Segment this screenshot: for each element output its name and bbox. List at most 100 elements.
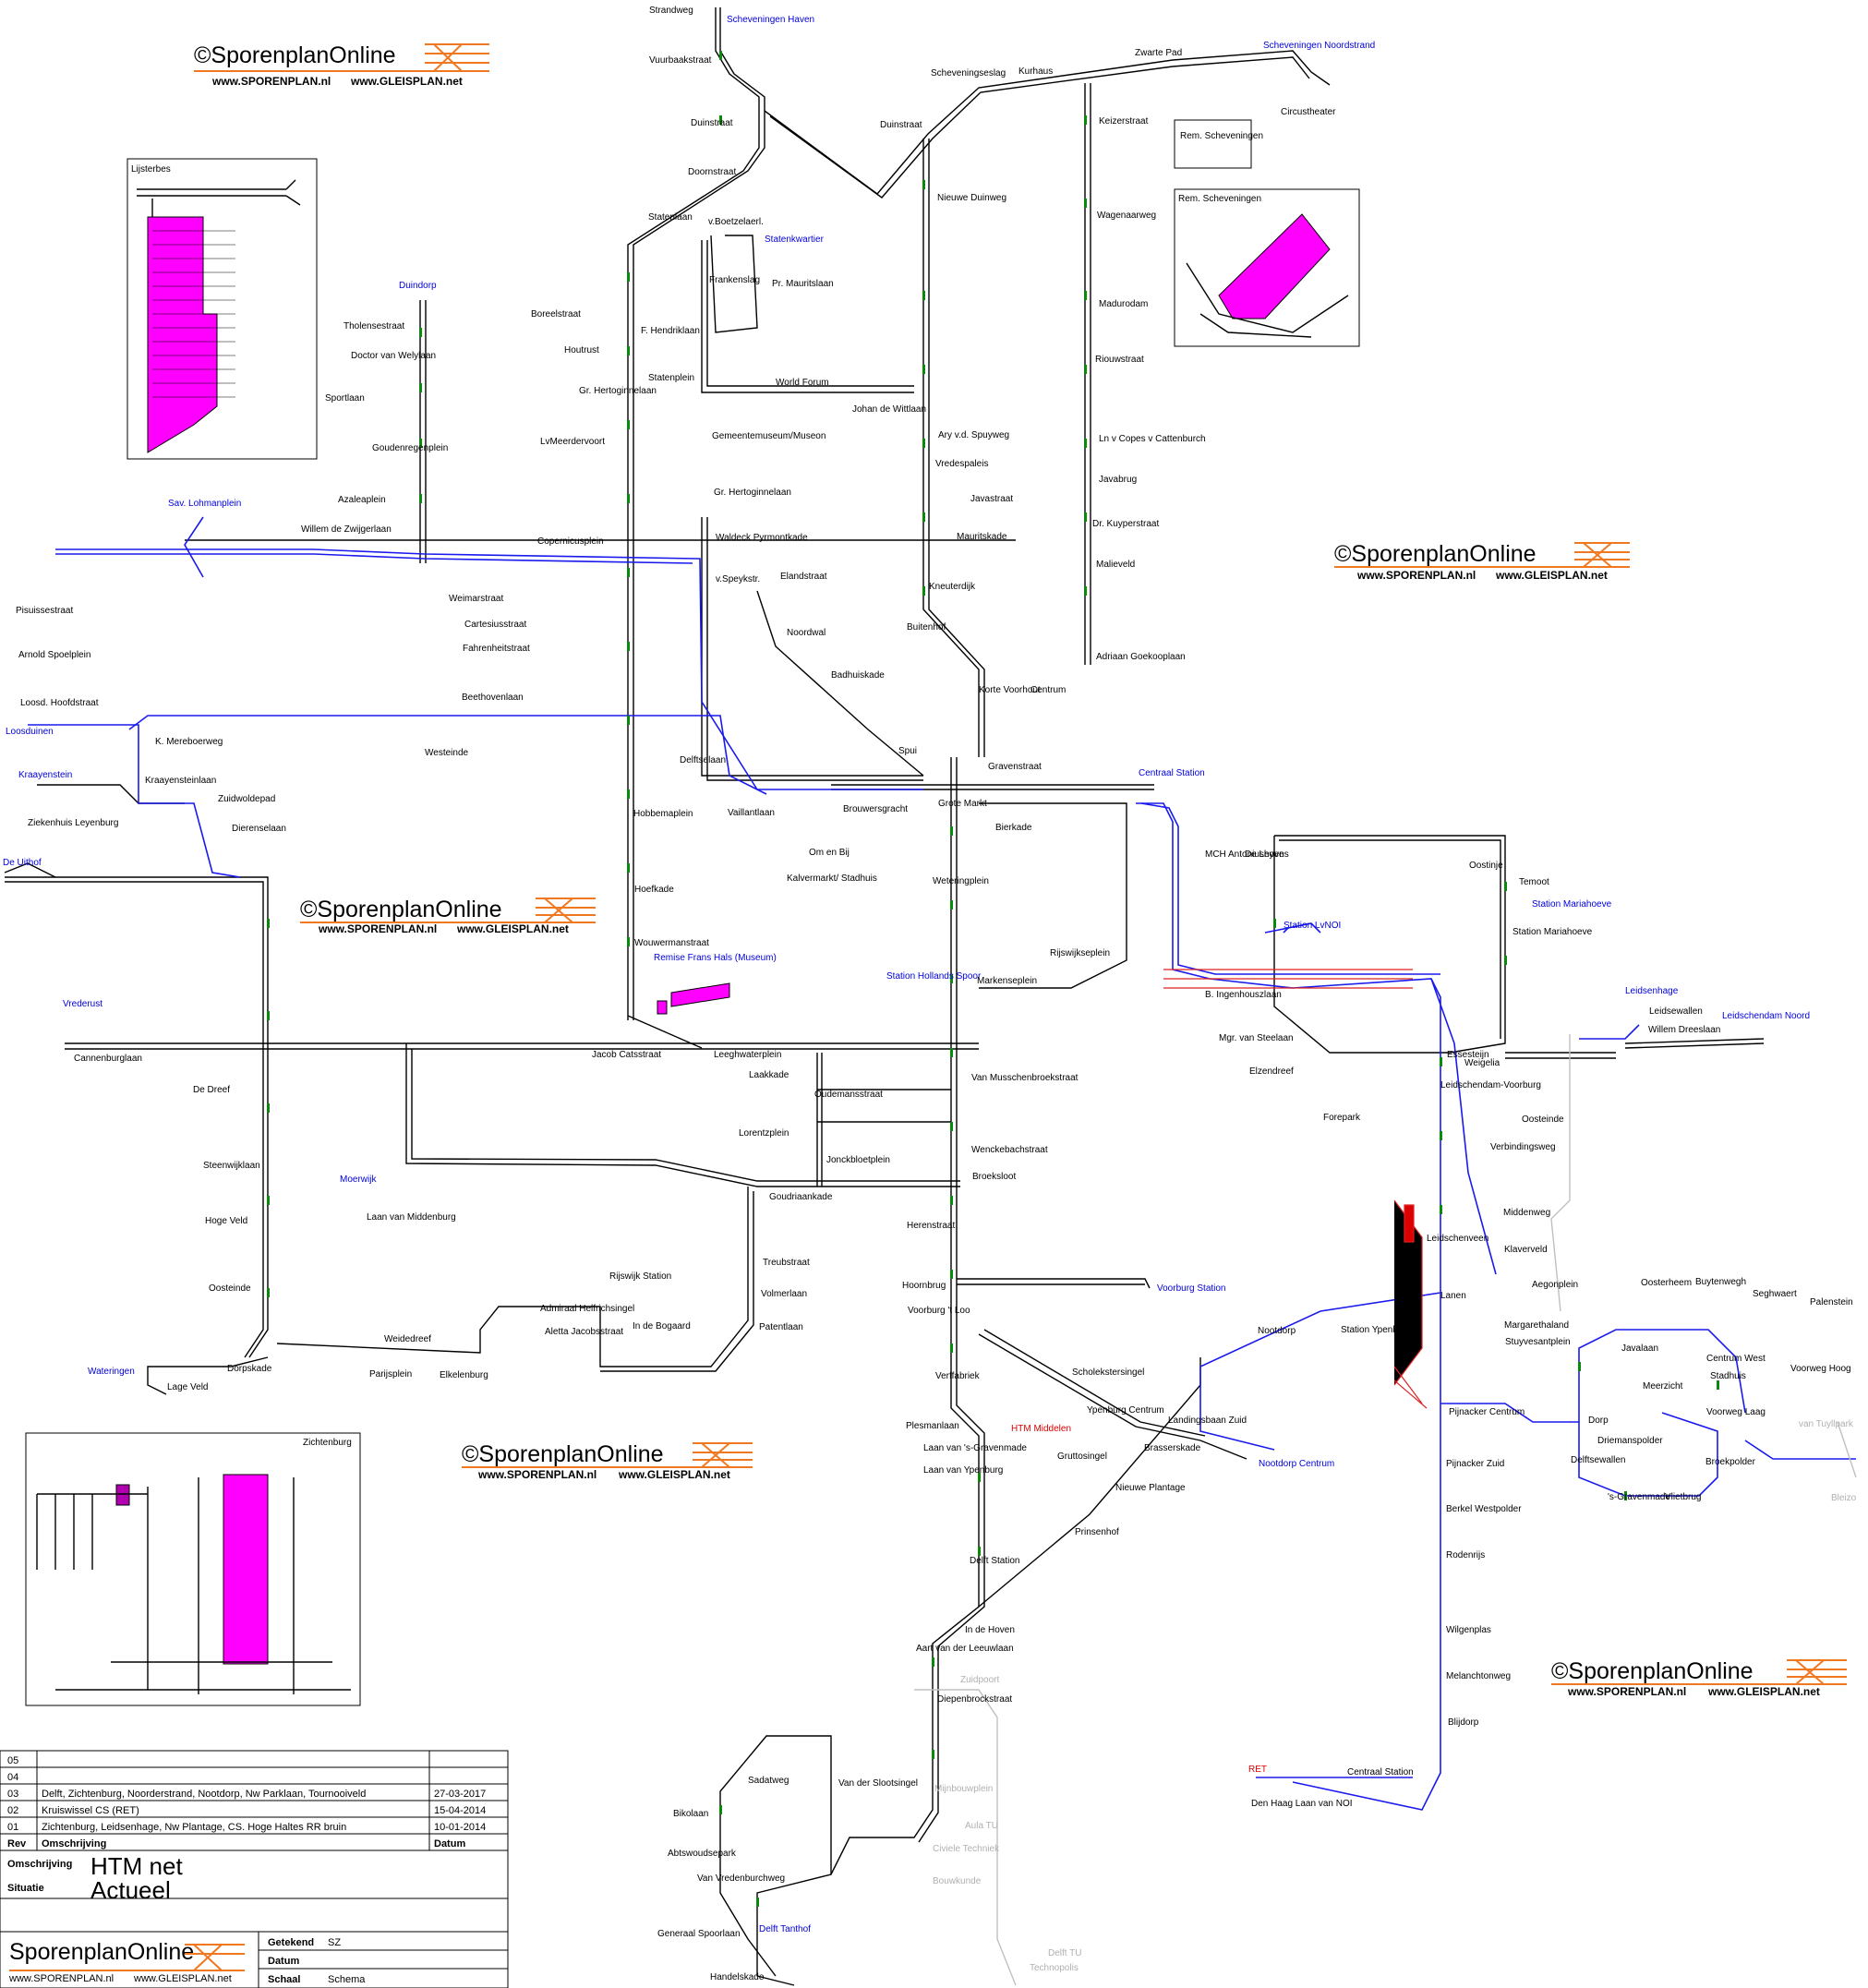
station-label: Vlietbrug <box>1665 1492 1701 1502</box>
rev-03: 03 <box>7 1789 18 1800</box>
platform-marker <box>627 863 630 873</box>
station-label: Plesmanlaan <box>906 1421 959 1431</box>
station-blue-label: Nootdorp Centrum <box>1259 1459 1334 1469</box>
platform-marker <box>932 1750 934 1759</box>
station-label: Delft Station <box>970 1556 1019 1566</box>
station-grey-label: Civiele Techniek <box>933 1844 1000 1854</box>
station-blue-label: Centraal Station <box>1139 768 1205 778</box>
platform-marker <box>719 1805 722 1814</box>
station-label: Loosd. Hoofdstraat <box>20 698 99 708</box>
station-blue-label: Moerwijk <box>340 1175 377 1185</box>
station-label: Delftselaan <box>680 755 726 765</box>
station-label: Fahrenheitstraat <box>463 644 530 654</box>
platform-marker <box>627 494 630 503</box>
station-label: Lanen <box>1440 1291 1466 1301</box>
platform-marker <box>1578 1362 1581 1371</box>
platform-marker <box>627 272 630 282</box>
red-clusters <box>1163 969 1428 1409</box>
logo-lower-right: ©SporenplanOnline www.SPORENPLAN.nl www.… <box>1551 1658 1847 1698</box>
station-label: Riouwstraat <box>1095 355 1144 365</box>
station-label: Sportlaan <box>325 393 365 404</box>
station-label: v.Speykstr. <box>716 574 760 584</box>
station-label: Boreelstraat <box>531 309 581 319</box>
platform-marker <box>950 1048 953 1057</box>
platform-marker <box>267 1196 270 1205</box>
station-grey-label: Bleizo <box>1831 1493 1857 1503</box>
station-blue-label: Kraayenstein <box>18 770 72 780</box>
station-label: Rijswijkseplein <box>1050 948 1110 958</box>
station-label: Tholensestraat <box>343 321 404 331</box>
station-label: Kalvermarkt/ Stadhuis <box>787 874 877 884</box>
station-label: Leidsewallen <box>1649 1006 1703 1017</box>
logo-url1: www.SPORENPLAN.nl <box>1567 1685 1686 1698</box>
station-label: F. Hendriklaan <box>641 326 700 336</box>
station-label: Verffabriek <box>935 1371 981 1381</box>
platform-marker <box>932 1657 934 1667</box>
station-label: Voorweg Hoog <box>1790 1364 1851 1374</box>
station-label: Centrum <box>1030 685 1066 695</box>
platform-marker <box>922 512 925 522</box>
station-label: Weimarstraat <box>449 594 503 604</box>
titleblock-logo: SporenplanOnline <box>9 1939 194 1965</box>
station-blue-label: Voorburg Station <box>1157 1283 1226 1294</box>
station-blue-label: Delft Tanthof <box>759 1924 811 1934</box>
inset-zichtenburg: Zichtenburg <box>25 1432 361 1706</box>
platform-marker <box>419 328 422 337</box>
logo-url2: www.GLEISPLAN.net <box>1707 1685 1820 1698</box>
station-label: Vredespaleis <box>935 459 988 469</box>
platform-marker <box>756 1898 759 1907</box>
platform-marker <box>950 1343 953 1353</box>
station-label: v.Boetzelaerl. <box>708 217 764 227</box>
logo-brand: ©SporenplanOnline <box>1551 1658 1754 1684</box>
station-label: Jonckbloetplein <box>826 1155 890 1165</box>
station-label: Om en Bij <box>809 848 850 858</box>
station-label: Westeinde <box>425 748 469 758</box>
platform-marker <box>950 900 953 910</box>
station-label: Scheveningseslag <box>931 68 1006 78</box>
station-label: Leeghwaterplein <box>714 1050 781 1060</box>
platform-marker <box>1084 115 1087 125</box>
station-blue-label: Statenkwartier <box>765 235 825 245</box>
platform-marker <box>978 1473 981 1482</box>
station-label: Van Vredenburchweg <box>697 1874 785 1884</box>
station-label: Willem de Zwijgerlaan <box>301 524 392 535</box>
station-grey-label: Technopolis <box>1030 1963 1079 1973</box>
station-label: Ypenburg Centrum <box>1087 1405 1164 1416</box>
inset-title: Rem. Scheveningen <box>1178 194 1261 204</box>
station-label: In de Bogaard <box>633 1321 691 1331</box>
station-label: Houtrust <box>564 345 599 355</box>
logo-brand: ©SporenplanOnline <box>1334 541 1537 567</box>
rev-02-date: 15-04-2014 <box>434 1805 486 1816</box>
station-label: Malieveld <box>1096 560 1135 570</box>
station-blue-label: Leidschendam Noord <box>1722 1011 1810 1021</box>
station-label: Nieuwe Plantage <box>1115 1483 1186 1493</box>
station-label: Elzendreef <box>1249 1066 1294 1077</box>
station-label: Gruttosingel <box>1057 1452 1107 1462</box>
station-label: World Forum <box>776 378 829 388</box>
platform-marker <box>419 439 422 448</box>
platform-marker <box>1273 919 1276 928</box>
station-label: Berkel Westpolder <box>1446 1504 1522 1514</box>
omschrijving-label: Omschrijving <box>7 1859 72 1870</box>
station-label: Vaillantlaan <box>728 808 775 818</box>
platform-marker <box>719 51 722 60</box>
station-label: MCH Antoniushove <box>1205 849 1284 860</box>
station-blue-label: Wateringen <box>88 1367 135 1377</box>
station-label: Driemanspolder <box>1597 1436 1663 1446</box>
station-label: Mauritskade <box>957 532 1007 542</box>
station-label: Essesteijn <box>1447 1050 1489 1060</box>
station-blue-label: Leidsenhage <box>1625 986 1679 996</box>
logo-url2: www.GLEISPLAN.net <box>350 75 463 88</box>
platform-marker <box>1084 365 1087 374</box>
station-label: Javalaan <box>1621 1343 1658 1354</box>
platform-marker <box>922 365 925 374</box>
platform-marker <box>1717 1380 1719 1390</box>
rev-02-desc: Kruiswissel CS (RET) <box>42 1805 139 1816</box>
station-label: Markenseplein <box>977 976 1037 986</box>
logo-lower-center: ©SporenplanOnline www.SPORENPLAN.nl www.… <box>462 1441 753 1481</box>
station-label: Wenckebachstraat <box>971 1145 1048 1155</box>
station-grey-label: Aula TU <box>965 1821 998 1831</box>
station-label: Beethovenlaan <box>462 693 524 703</box>
platform-marker <box>1084 291 1087 300</box>
